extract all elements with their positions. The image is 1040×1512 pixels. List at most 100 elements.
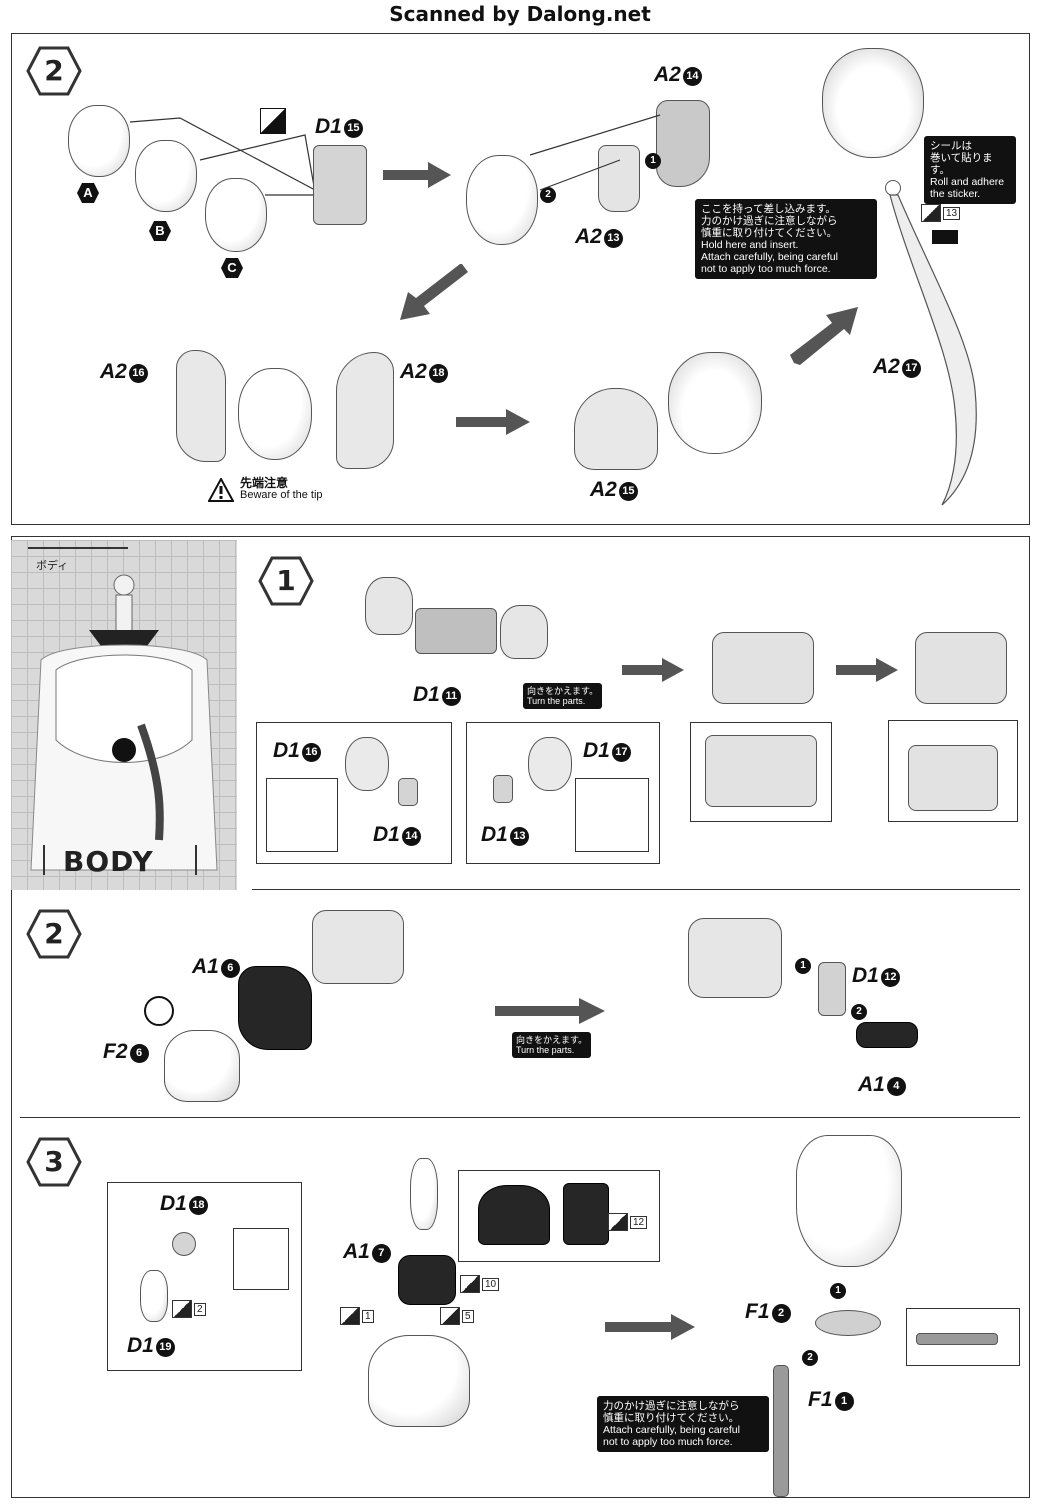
chest-back-view — [688, 918, 782, 998]
sticker-5: 5 — [440, 1307, 474, 1325]
body3-order-mark-2: 2 — [802, 1350, 818, 1366]
body-title-bracket — [43, 845, 197, 875]
joint-peg-right — [493, 775, 513, 803]
variant-a-badge: A — [76, 182, 100, 204]
chest-core-part — [398, 1255, 456, 1305]
cord-detail — [916, 1333, 998, 1345]
side-hair-right-part — [336, 352, 394, 469]
torso-assembled — [796, 1135, 902, 1267]
body-section-title: BODY — [63, 845, 154, 878]
sticker-roll-note: シールは 巻いて貼ります。 Roll and adhere the sticke… — [924, 136, 1016, 204]
sticker-detail-front — [478, 1185, 550, 1245]
arrow-up-right — [790, 307, 858, 365]
sticker-13: 13 — [921, 204, 961, 222]
scan-credit: Scanned by Dalong.net — [389, 2, 651, 26]
sticker-detail-back — [563, 1183, 609, 1245]
head-sideview — [238, 368, 312, 460]
assembled-head-top — [822, 48, 924, 158]
side-hair-left-part — [176, 350, 226, 462]
face-variant-b — [135, 140, 197, 212]
waist-ring-part — [815, 1310, 881, 1336]
neck-ring-part — [172, 1232, 196, 1256]
turn-parts-note-2: 向きをかえます。 Turn the parts. — [512, 1032, 592, 1058]
order-mark-1: 1 — [645, 153, 661, 169]
order-mark-2: 2 — [540, 187, 556, 203]
arrow-right-3 — [622, 658, 684, 682]
head-step-badge: 2 — [26, 46, 82, 96]
cut-sticker-icon — [260, 108, 286, 134]
cup-inner-right — [528, 737, 572, 791]
collar-part — [238, 966, 312, 1050]
no-glue-icon — [144, 996, 174, 1026]
variant-b-badge: B — [148, 220, 172, 242]
arrow-right-2 — [456, 409, 530, 435]
cord-part — [773, 1365, 789, 1497]
inset-right — [575, 778, 649, 852]
chest-assembled-b — [915, 632, 1007, 704]
long-ponytail-part — [889, 194, 977, 506]
neck-peg-main — [410, 1158, 438, 1230]
cup-inner-left — [345, 737, 389, 791]
neck-part — [140, 1270, 168, 1322]
chest-frame-part — [415, 608, 497, 654]
chest-cover-step3 — [368, 1335, 470, 1427]
body-step1-badge: 1 — [258, 556, 314, 606]
joint-bracket-part — [856, 1022, 918, 1048]
arrow-right-1 — [383, 162, 451, 188]
sticker-shape-icon — [932, 230, 958, 244]
chest-cup-left-part — [365, 577, 413, 635]
tip-warning-en: Beware of the tip — [240, 489, 323, 501]
chest-close-view — [908, 745, 998, 811]
joint-peg-left — [398, 778, 418, 806]
divider-step1-2 — [252, 889, 1020, 890]
neck-inset — [233, 1228, 289, 1290]
body2-order-mark-2: 2 — [851, 1004, 867, 1020]
arrow-right-6 — [605, 1314, 695, 1340]
face-variant-a — [68, 105, 130, 177]
chest-cups-step2 — [312, 910, 404, 984]
warning-triangle-icon — [208, 478, 234, 502]
hold-insert-note: ここを持って差し込みます。 力のかけ過ぎに注意しながら 慎重に取り付けてください… — [695, 199, 877, 279]
sticker-10: 10 — [460, 1275, 500, 1293]
arrow-down-left — [400, 264, 468, 320]
body2-order-mark-1: 1 — [795, 958, 811, 974]
hair-back-part — [598, 145, 640, 212]
body-section-title-jp: ボディ — [36, 560, 69, 572]
head-step-number: 2 — [44, 54, 64, 87]
arrow-right-5 — [495, 998, 605, 1024]
sticker-12: 12 — [608, 1213, 648, 1231]
chest-open-view — [705, 735, 817, 807]
sticker-1: 1 — [340, 1307, 374, 1325]
face-variant-c — [205, 178, 267, 252]
body-torso-illustration — [30, 574, 218, 871]
turn-parts-note-1: 向きをかえます。 Turn the parts. — [523, 683, 603, 709]
body3-order-mark-1: 1 — [830, 1283, 846, 1299]
body-step3-badge: 3 — [26, 1137, 82, 1187]
sticker-2: 2 — [172, 1300, 206, 1318]
variant-c-badge: C — [220, 257, 244, 279]
body-step2-badge: 2 — [26, 909, 82, 959]
chest-cover-part — [164, 1030, 240, 1102]
inset-left — [266, 778, 338, 852]
bob-hair-part — [574, 388, 658, 470]
face-choice-lines — [129, 117, 316, 196]
assembly-lines-1 — [529, 114, 661, 191]
